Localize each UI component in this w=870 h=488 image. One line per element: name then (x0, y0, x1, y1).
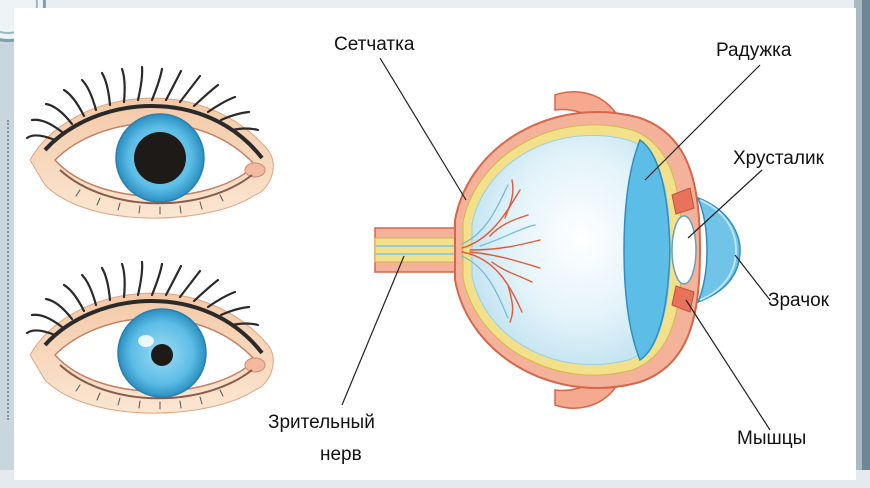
label-lens: Хрусталик (733, 148, 824, 170)
label-muscles: Мышцы (737, 428, 806, 450)
eye-highlight (138, 335, 154, 347)
label-iris: Радужка (716, 40, 791, 62)
label-retina: Сетчатка (334, 34, 414, 56)
pupil-constricted (151, 344, 173, 366)
caruncle (245, 358, 265, 372)
lens (672, 216, 696, 284)
leader-optic-nerve (342, 256, 404, 405)
external-eye-dilated (27, 67, 273, 218)
label-optic-nerve-line2: нерв (320, 444, 362, 466)
leader-muscles (686, 300, 770, 430)
external-eye-constricted (27, 262, 273, 413)
optic-nerve-fibers (375, 238, 460, 262)
label-pupil: Зрачок (768, 290, 829, 312)
pupil-dilated (134, 132, 186, 184)
leader-pupil (735, 255, 770, 300)
label-optic-nerve-line1: Зрительный (268, 412, 375, 434)
leader-retina (380, 58, 466, 200)
caruncle (245, 163, 265, 177)
cornea (698, 198, 740, 302)
